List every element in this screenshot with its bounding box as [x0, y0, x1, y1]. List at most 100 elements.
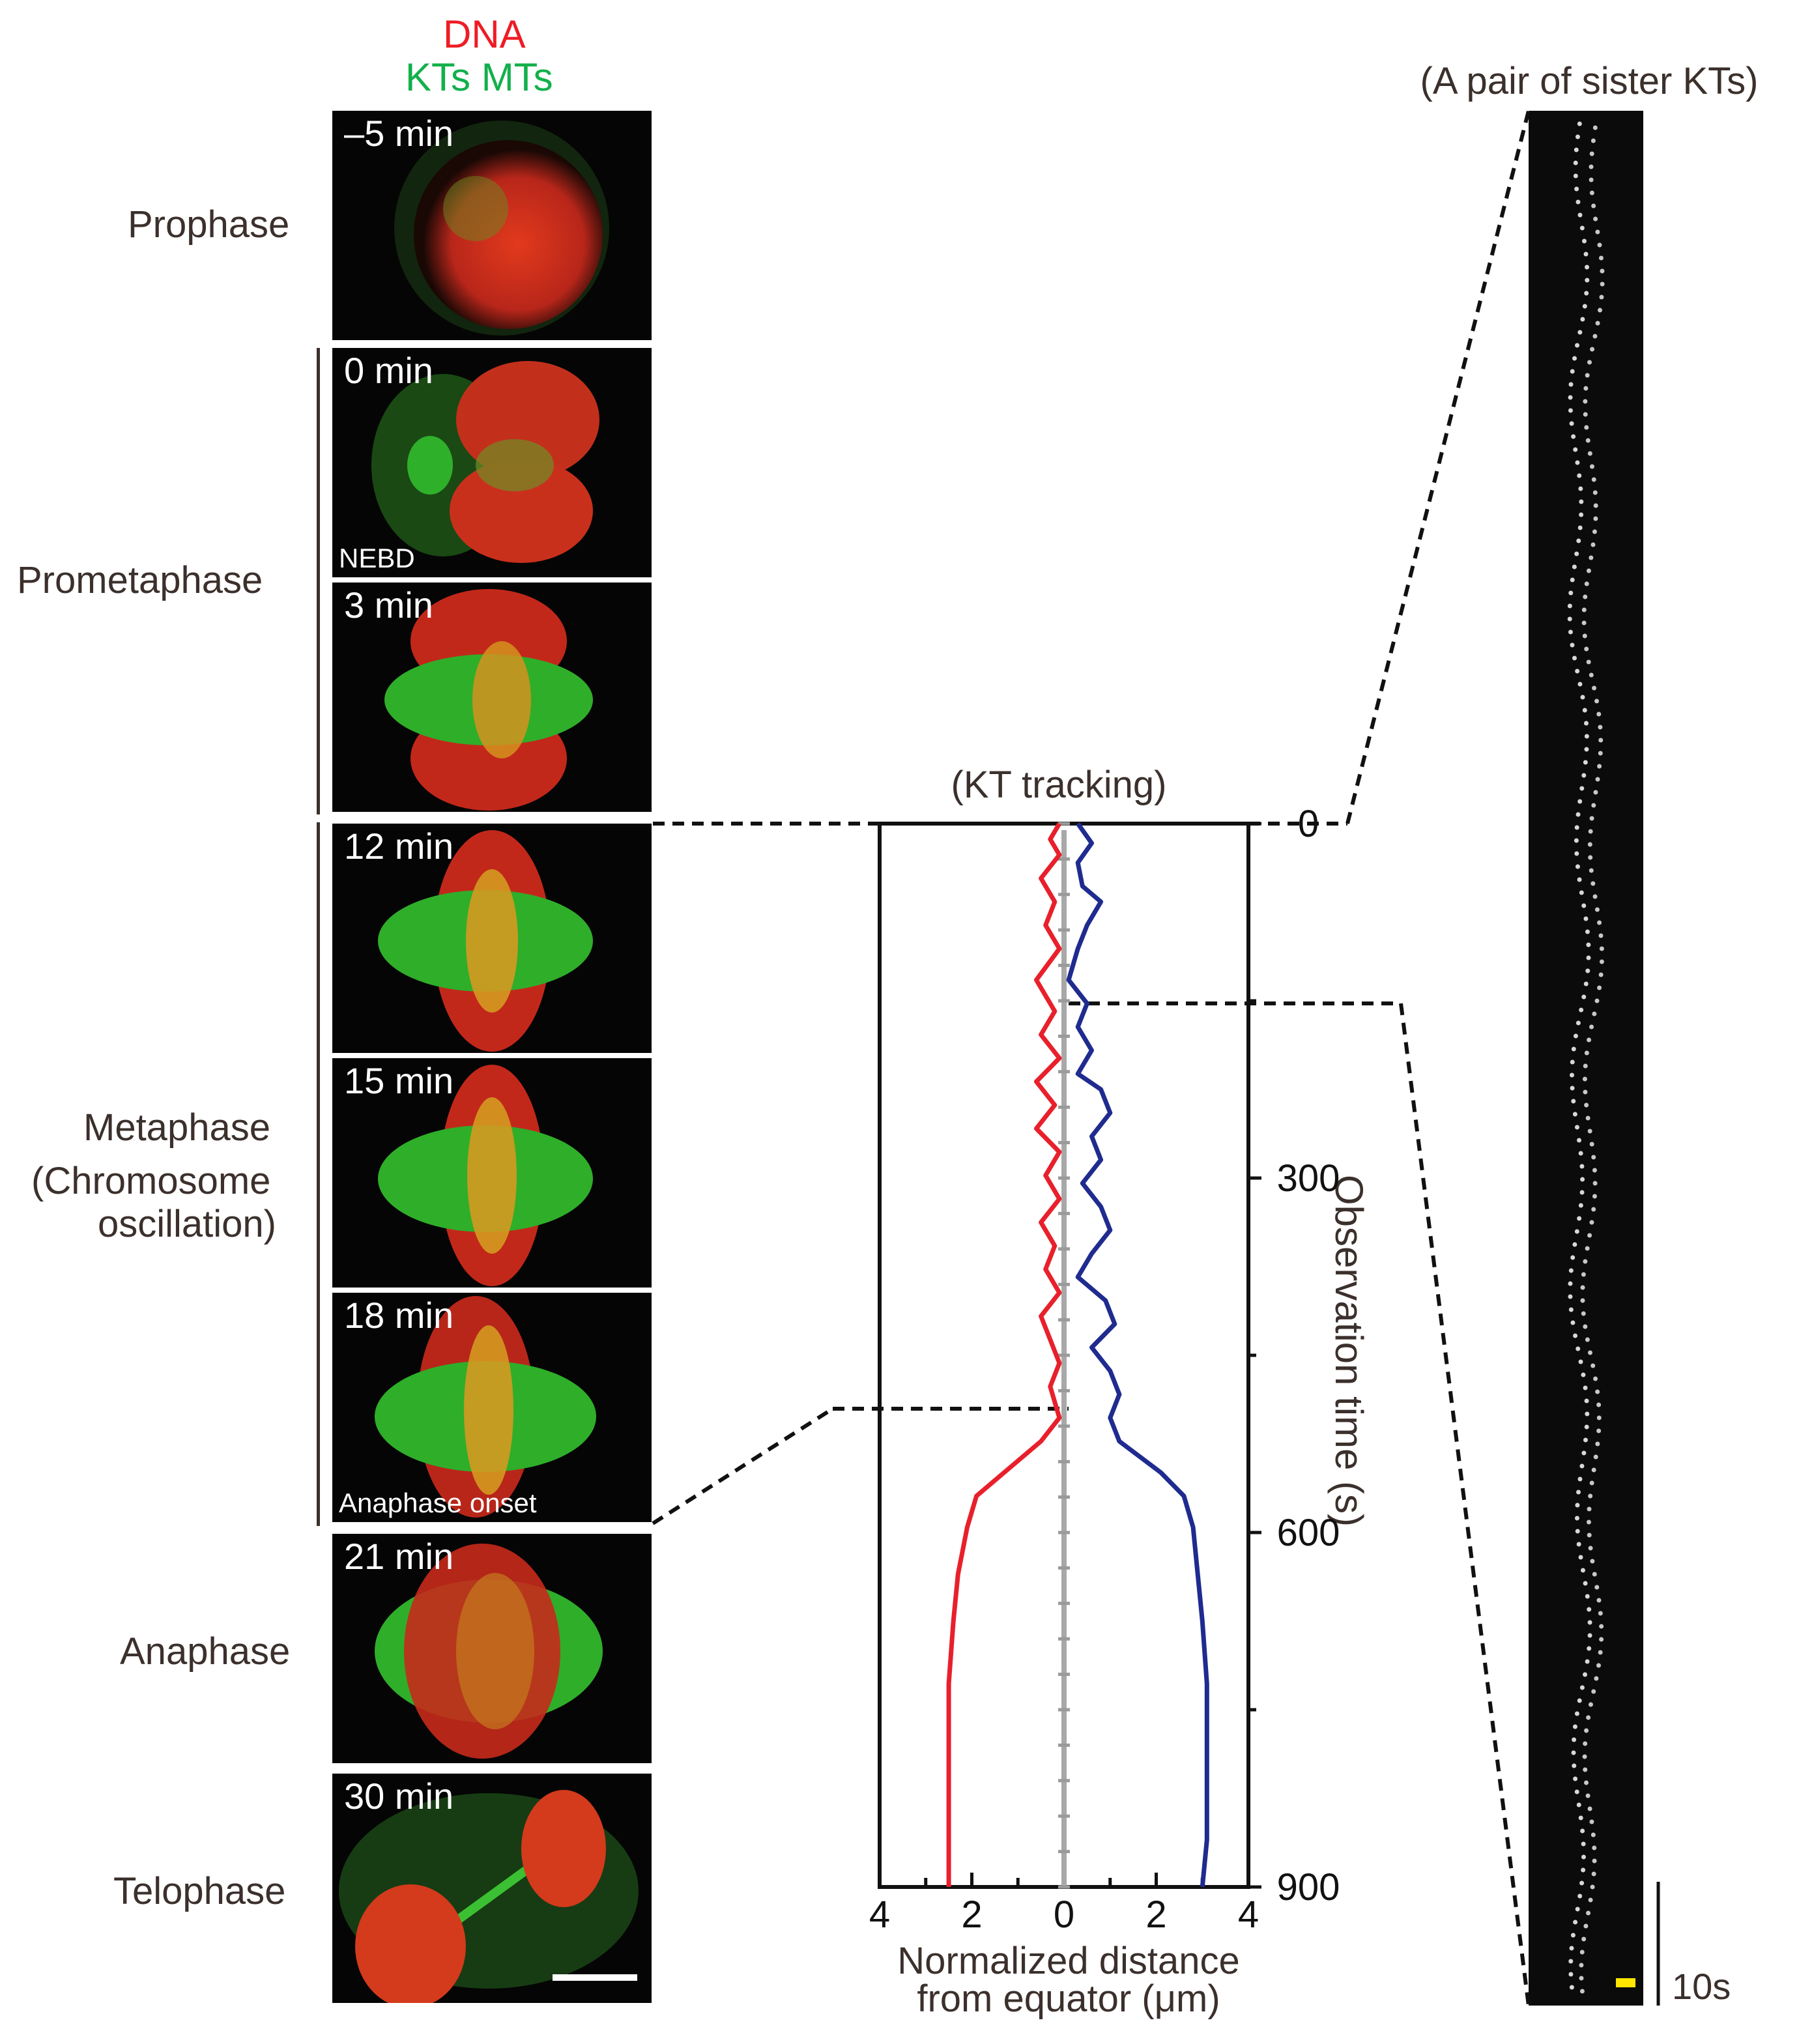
- kt-spot: [1572, 1737, 1577, 1742]
- kt-spot: [1579, 1685, 1585, 1690]
- kt-spot: [1573, 1333, 1578, 1338]
- kt-spot: [1594, 1585, 1600, 1590]
- kt-spot: [1584, 747, 1589, 752]
- kt-spot: [1583, 1089, 1588, 1095]
- kt-spot: [1570, 1933, 1576, 1938]
- kt-spot: [1575, 864, 1580, 869]
- legend-dna: DNA: [443, 12, 526, 56]
- kt-spot: [1574, 825, 1579, 830]
- kt-spot: [1576, 538, 1581, 543]
- kymograph-spots: [1567, 121, 1605, 1994]
- label-prometaphase: Prometaphase: [17, 559, 263, 601]
- kt-spot: [1583, 1063, 1588, 1069]
- kt-spot: [1580, 1298, 1585, 1303]
- kt-spot: [1598, 308, 1603, 313]
- kt-spot: [1592, 529, 1597, 534]
- kt-spot: [1579, 225, 1585, 231]
- kt-spot: [1589, 672, 1594, 678]
- kt-spot: [1568, 1307, 1574, 1312]
- kt-spot: [1590, 347, 1595, 352]
- micrograph-18min: 18 min Anaphase onset: [332, 1293, 652, 1522]
- kt-spot: [1599, 959, 1604, 964]
- kt-spot: [1581, 620, 1587, 626]
- kt-spot: [1568, 1268, 1574, 1273]
- kt-spot: [1592, 894, 1598, 899]
- kt-spot: [1586, 1519, 1591, 1525]
- time-scale-label: 10s: [1672, 1966, 1731, 2007]
- kt-spot: [1591, 1155, 1596, 1160]
- kt-spot: [1586, 955, 1591, 960]
- kt-spot: [1582, 633, 1587, 639]
- kt-spot: [1593, 216, 1598, 222]
- kt-spot: [1583, 412, 1588, 417]
- kt-spot: [1598, 933, 1604, 938]
- panel-note: Anaphase onset: [339, 1488, 537, 1518]
- kt-spot: [1578, 486, 1583, 491]
- x-tick-label: 4: [1238, 1893, 1259, 1936]
- panel-time: 12 min: [344, 826, 454, 867]
- kt-spot: [1592, 490, 1598, 495]
- kt-spot: [1572, 564, 1577, 569]
- metaphase-bracket: [317, 822, 320, 1526]
- kt-spot: [1572, 1112, 1577, 1117]
- kt-spot: [1574, 851, 1579, 856]
- kt-spot: [1587, 451, 1592, 456]
- kt-spot: [1583, 1672, 1588, 1677]
- micrograph-image: [375, 1544, 603, 1759]
- kt-spot: [1580, 1828, 1585, 1834]
- kt-spot: [1598, 738, 1604, 743]
- micrograph-image: [378, 830, 593, 1052]
- kt-spot: [1574, 551, 1579, 556]
- kt-spot: [1589, 464, 1594, 469]
- kt-spot: [1582, 1076, 1587, 1082]
- kt-spot: [1581, 1867, 1586, 1873]
- kt-spot: [1588, 1546, 1593, 1551]
- kt-spot: [1586, 1910, 1591, 1916]
- kt-spot: [1572, 356, 1577, 361]
- label-anaphase: Anaphase: [120, 1630, 291, 1673]
- kt-spot: [1589, 1024, 1594, 1029]
- kt-spot: [1573, 447, 1578, 452]
- kt-spot: [1583, 399, 1588, 404]
- kt-spot: [1583, 386, 1589, 391]
- kt-spot: [1591, 477, 1596, 482]
- kt-spot: [1584, 646, 1589, 652]
- kt-spot: [1576, 1020, 1581, 1026]
- micrograph-image: [384, 589, 593, 811]
- kt-spot: [1577, 799, 1583, 804]
- kt-spot: [1579, 1976, 1584, 1981]
- kt-spot: [1579, 1963, 1584, 1968]
- kt-spot: [1592, 1858, 1597, 1864]
- kt-spot: [1572, 1763, 1577, 1768]
- kt-spot: [1590, 138, 1596, 143]
- kt-spot: [1587, 1233, 1592, 1238]
- kt-spot: [1596, 1598, 1602, 1603]
- kt-spot: [1587, 1129, 1592, 1134]
- series-line-2: [1066, 822, 1209, 1888]
- kt-spot: [1579, 1463, 1585, 1469]
- kt-spot: [1589, 164, 1594, 169]
- panel-time: 21 min: [344, 1536, 454, 1577]
- kt-spot: [1574, 147, 1579, 152]
- micrograph-image: [375, 1296, 596, 1518]
- legend-kts-mts: KTs MTs: [405, 55, 553, 99]
- connector-top-right-b: [1346, 110, 1531, 824]
- kt-spot: [1586, 659, 1591, 665]
- kt-spot: [1594, 998, 1600, 1003]
- kt-spot: [1574, 838, 1579, 843]
- kt-spot: [1578, 1555, 1583, 1560]
- kt-spot: [1583, 721, 1589, 726]
- kt-spot: [1584, 734, 1589, 739]
- kt-spot: [1585, 278, 1590, 283]
- kt-spot: [1581, 607, 1587, 612]
- kt-spot: [1576, 1542, 1581, 1547]
- series-line-1: [946, 822, 1062, 1887]
- kt-spot: [1587, 842, 1592, 847]
- kt-spot: [1580, 317, 1585, 322]
- kt-spot: [1589, 190, 1594, 195]
- kt-spot: [1579, 1164, 1585, 1169]
- kt-spot: [1584, 1424, 1589, 1430]
- kt-spot: [1577, 682, 1583, 687]
- kt-spot: [1583, 1767, 1588, 1772]
- kt-spot: [1582, 1754, 1587, 1759]
